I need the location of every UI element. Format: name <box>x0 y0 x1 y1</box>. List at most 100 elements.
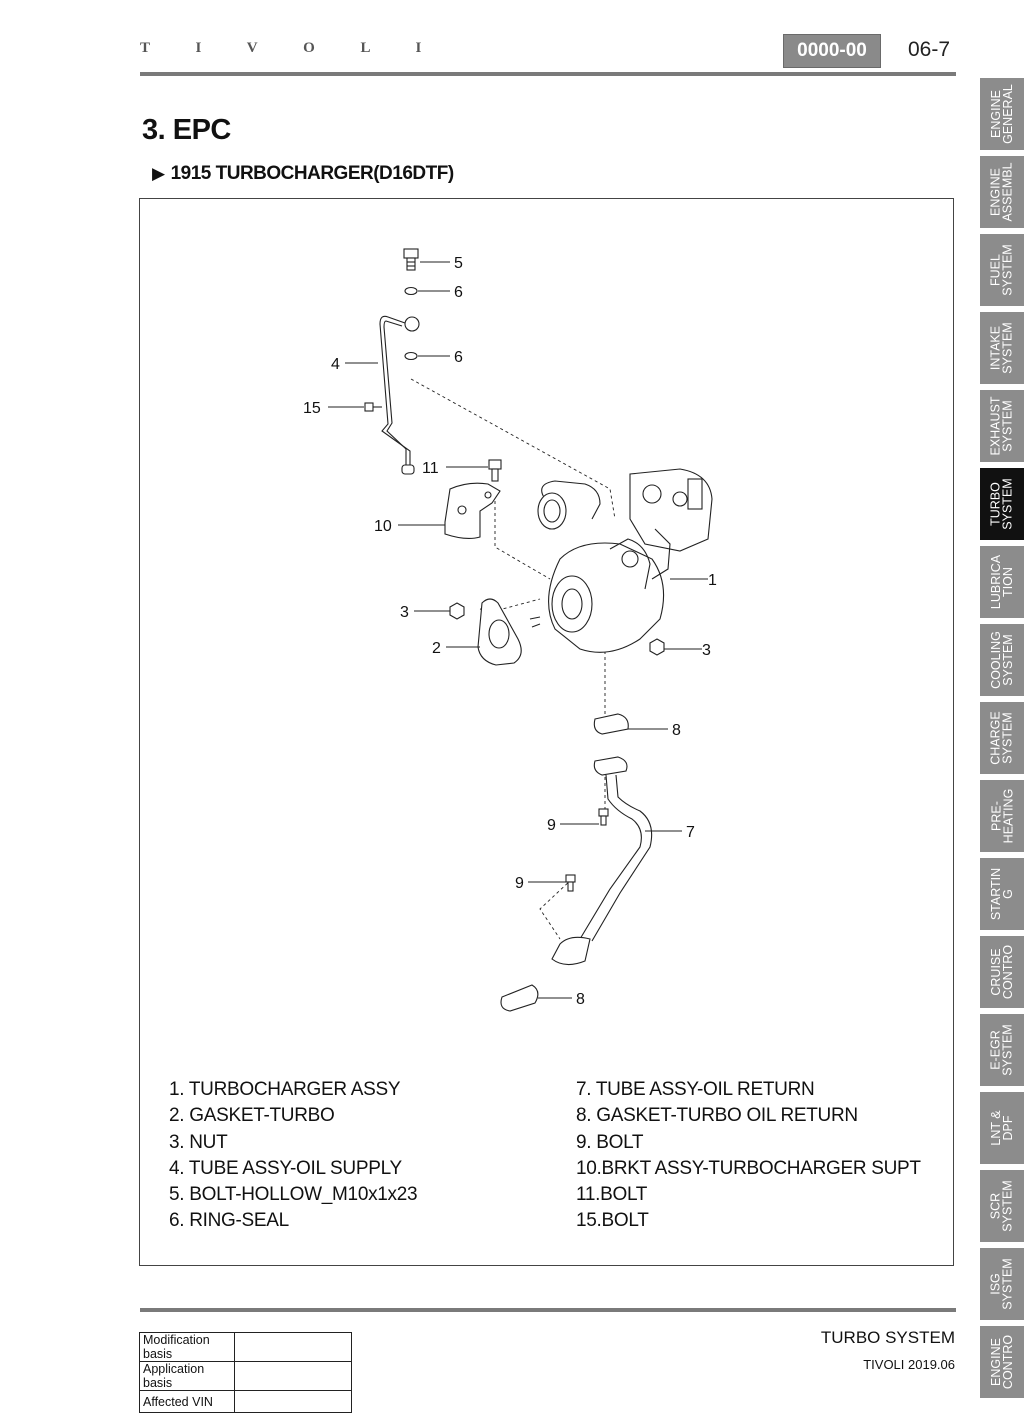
tab-label: CHARGE SYSTEM <box>989 711 1016 765</box>
header-divider <box>140 72 956 76</box>
callout-5: 5 <box>454 255 463 272</box>
tab-cooling-system[interactable]: COOLING SYSTEM <box>980 624 1024 696</box>
list-item: 6. RING-SEAL <box>169 1210 289 1232</box>
tab-engine-general[interactable]: ENGINE GENERAL <box>980 78 1024 150</box>
footer-divider <box>140 1308 956 1312</box>
list-item: 1. TURBOCHARGER ASSY <box>169 1079 401 1100</box>
part-bolt-9-lower <box>565 874 576 892</box>
list-item: 11.BOLT <box>576 1184 648 1206</box>
part-turbocharger-assy <box>529 468 713 653</box>
subsection-title-text: 1915 TURBOCHARGER(D16DTF) <box>170 163 455 184</box>
tab-label: E-EGR SYSTEM <box>989 1024 1015 1076</box>
tab-isg-system[interactable]: ISG SYSTEM <box>980 1248 1024 1320</box>
callout-15: 15 <box>303 400 321 417</box>
page-number: 06-7 <box>908 38 951 61</box>
tab-label: ISG SYSTEM <box>989 1258 1015 1310</box>
part-ring-seal-upper <box>404 286 418 296</box>
callout-11: 11 <box>422 460 439 477</box>
section-title: 3. EPC <box>142 114 231 146</box>
triangle-bullet-icon: ▶ <box>152 164 165 183</box>
tab-label: INTAKE SYSTEM <box>989 322 1015 374</box>
callout-8-upper: 8 <box>672 722 681 739</box>
tab-lnt-dpf[interactable]: LNT & DPF <box>980 1092 1024 1164</box>
application-basis-value <box>234 1361 352 1391</box>
section-code-badge: 0000-00 <box>783 34 881 68</box>
tab-fuel-system[interactable]: FUEL SYSTEM <box>980 234 1024 306</box>
exploded-view-frame: 5 6 6 4 15 11 10 1 3 2 3 8 9 7 9 8 1. TU… <box>139 198 954 1266</box>
part-nut-right <box>649 638 665 656</box>
affected-vin-label: Affected VIN <box>139 1390 235 1413</box>
part-bolt-15 <box>364 402 382 412</box>
callout-6-lower: 6 <box>454 349 463 366</box>
tab-turbo-system[interactable]: TURBO SYSTEM <box>980 468 1024 540</box>
brand-name: T I V O L I <box>140 40 443 56</box>
tab-engine-control[interactable]: ENGINE CONTRO <box>980 1326 1024 1398</box>
callout-7: 7 <box>686 824 695 841</box>
part-oil-supply-tube <box>379 315 420 475</box>
callout-9-upper: 9 <box>547 817 556 834</box>
tab-label: ENGINE GENERAL <box>989 84 1015 144</box>
tab-label: LUBRICA TION <box>989 554 1015 610</box>
part-gasket-oil-return-upper <box>593 713 629 735</box>
part-bolt-11 <box>488 459 502 482</box>
part-gasket-turbo <box>477 598 522 666</box>
parts-list-right: 7. TUBE ASSY-OIL RETURN 8. GASKET-TURBO … <box>576 1077 921 1235</box>
tab-starting[interactable]: STARTIN G <box>980 858 1024 930</box>
exploded-parts-diagram: 5 6 6 4 15 11 10 1 3 2 3 8 9 7 9 8 <box>303 248 717 1012</box>
callout-8-lower: 8 <box>576 991 585 1008</box>
list-item: 4. TUBE ASSY-OIL SUPPLY <box>169 1157 402 1179</box>
callout-4: 4 <box>331 356 340 373</box>
callout-2: 2 <box>432 640 441 657</box>
basis-table: Modification basis Application basis Aff… <box>139 1332 352 1413</box>
callout-1: 1 <box>708 572 717 589</box>
part-nut-left <box>449 602 465 620</box>
callout-10: 10 <box>374 518 392 535</box>
tab-label: LNT & DPF <box>989 1110 1015 1146</box>
tab-cruise-control[interactable]: CRUISE CONTRO <box>980 936 1024 1008</box>
modification-basis-label: Modification basis <box>139 1332 235 1362</box>
tab-engine-assembly[interactable]: ENGINE ASSEMBL <box>980 156 1024 228</box>
subsection-title: ▶ 1915 TURBOCHARGER(D16DTF) <box>152 163 454 185</box>
footer-system-name: TURBO SYSTEM <box>820 1328 955 1347</box>
tab-label: COOLING SYSTEM <box>989 631 1015 689</box>
tab-intake-system[interactable]: INTAKE SYSTEM <box>980 312 1024 384</box>
tab-label: FUEL SYSTEM <box>989 244 1015 296</box>
modification-basis-value <box>234 1332 352 1362</box>
footer-model-year: TIVOLI 2019.06 <box>863 1357 955 1372</box>
tab-exhaust-system[interactable]: EXHAUST SYSTEM <box>980 390 1024 462</box>
tab-e-egr-system[interactable]: E-EGR SYSTEM <box>980 1014 1024 1086</box>
tab-label: STARTIN G <box>989 867 1016 921</box>
callout-6-upper: 6 <box>454 284 463 301</box>
callout-3-right: 3 <box>702 642 711 659</box>
chapter-tabs: ENGINE GENERAL ENGINE ASSEMBL FUEL SYSTE… <box>980 78 1024 1404</box>
list-item: 8. GASKET-TURBO OIL RETURN <box>576 1105 858 1127</box>
tab-lubrication[interactable]: LUBRICA TION <box>980 546 1024 618</box>
parts-list-left: 1. TURBOCHARGER ASSY 2. GASKET-TURBO 3. … <box>169 1077 418 1235</box>
affected-vin-value <box>234 1390 352 1413</box>
tab-label: PRE- HEATING <box>989 788 1016 844</box>
part-bolt-9-upper <box>598 808 609 826</box>
list-item: 9. BOLT <box>576 1131 644 1153</box>
tab-scr-system[interactable]: SCR SYSTEM <box>980 1170 1024 1242</box>
part-bolt-hollow <box>403 248 419 271</box>
part-ring-seal-lower <box>404 351 418 361</box>
part-gasket-oil-return-lower <box>500 984 539 1012</box>
part-turbocharger-bracket <box>444 482 501 540</box>
application-basis-label: Application basis <box>139 1361 235 1391</box>
list-item: 10.BRKT ASSY-TURBOCHARGER SUPT <box>576 1157 921 1179</box>
list-item: 5. BOLT-HOLLOW_M10x1x23 <box>169 1184 418 1206</box>
tab-label: ENGINE ASSEMBL <box>989 162 1015 222</box>
list-item: 3. NUT <box>169 1131 228 1153</box>
tab-label: CRUISE CONTRO <box>989 944 1016 1000</box>
callout-3-left: 3 <box>400 604 409 621</box>
tab-label: TURBO SYSTEM <box>989 478 1015 530</box>
callout-9-lower: 9 <box>515 875 524 892</box>
list-item: 7. TUBE ASSY-OIL RETURN <box>576 1079 815 1100</box>
tab-label: ENGINE CONTRO <box>989 1334 1016 1390</box>
tab-label: EXHAUST SYSTEM <box>989 396 1016 456</box>
list-item: 2. GASKET-TURBO <box>169 1105 335 1127</box>
tab-charge-system[interactable]: CHARGE SYSTEM <box>980 702 1024 774</box>
tab-pre-heating[interactable]: PRE- HEATING <box>980 780 1024 852</box>
list-item: 15.BOLT <box>576 1210 649 1232</box>
tab-label: SCR SYSTEM <box>989 1180 1015 1232</box>
